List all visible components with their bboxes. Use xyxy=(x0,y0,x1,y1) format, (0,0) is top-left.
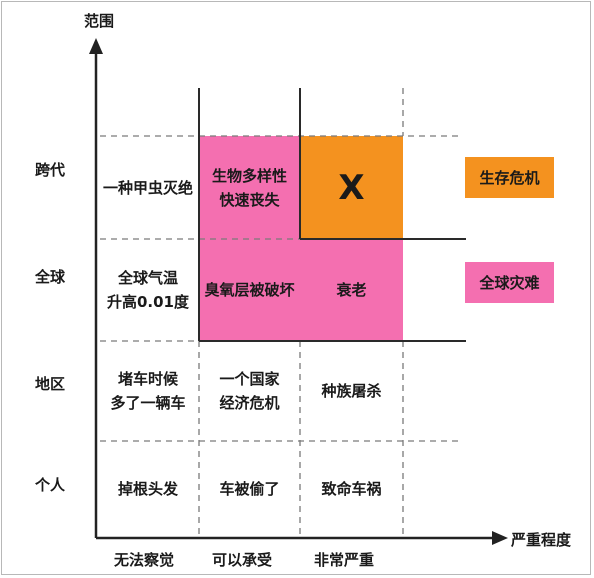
col-label: 可以承受 xyxy=(212,551,273,569)
cell-car-stolen: 车被偷了 xyxy=(199,441,300,536)
cell-beetle-extinction: 一种甲虫灭绝 xyxy=(97,136,199,239)
x-axis-arrow-icon xyxy=(492,531,508,545)
y-axis-arrow-icon xyxy=(89,38,103,54)
row-label: 跨代 xyxy=(35,161,66,179)
legend-global-catastrophe: 全球灾难 xyxy=(465,262,554,303)
cell-economic-crisis: 一个国家 经济危机 xyxy=(199,341,300,441)
legend-label: 生存危机 xyxy=(479,169,540,187)
cell-line: 掉根头发 xyxy=(117,479,178,498)
legend-existential-crisis: 生存危机 xyxy=(465,157,554,198)
legend-label: 全球灾难 xyxy=(479,274,540,292)
cell-line: 堵车时候 xyxy=(117,370,178,388)
cell-line: 升高0.01度 xyxy=(106,293,189,311)
cell-line: 种族屠杀 xyxy=(321,382,382,400)
x-axis-title: 严重程度 xyxy=(511,531,572,549)
col-label: 无法察觉 xyxy=(114,551,175,569)
cell-line: 生物多样性 xyxy=(211,166,287,185)
y-axis-title: 范围 xyxy=(84,12,115,30)
cell-line: 车被偷了 xyxy=(219,479,280,498)
cell-genocide: 种族屠杀 xyxy=(300,341,403,441)
cell-biodiversity-loss: 生物多样性 快速丧失 xyxy=(199,136,300,239)
cell-line: 经济危机 xyxy=(219,394,280,412)
cell-global-temperature: 全球气温 升高0.01度 xyxy=(97,239,199,341)
cell-line: 快速丧失 xyxy=(219,190,280,209)
cell-ozone-depletion: 臭氧层被破坏 xyxy=(199,239,300,341)
cell-line: 衰老 xyxy=(336,281,367,299)
cell-existential-x: X xyxy=(300,136,403,239)
row-label: 全球 xyxy=(35,268,66,286)
cell-line: 致命车祸 xyxy=(321,479,382,498)
cell-line: 一个国家 xyxy=(219,370,280,388)
cell-hair-loss: 掉根头发 xyxy=(97,441,199,536)
cell-aging: 衰老 xyxy=(300,239,403,341)
row-label: 个人 xyxy=(35,476,66,494)
cell-line: X xyxy=(338,167,365,208)
cell-line: 多了一辆车 xyxy=(110,394,186,412)
cell-line: 全球气温 xyxy=(117,269,178,287)
row-label: 地区 xyxy=(35,375,66,393)
cell-traffic-jam: 堵车时候 多了一辆车 xyxy=(97,341,199,441)
cell-fatal-accident: 致命车祸 xyxy=(300,441,403,536)
cell-line: 一种甲虫灭绝 xyxy=(102,178,193,197)
col-label: 非常严重 xyxy=(314,551,375,569)
cell-line: 臭氧层被破坏 xyxy=(204,281,295,299)
